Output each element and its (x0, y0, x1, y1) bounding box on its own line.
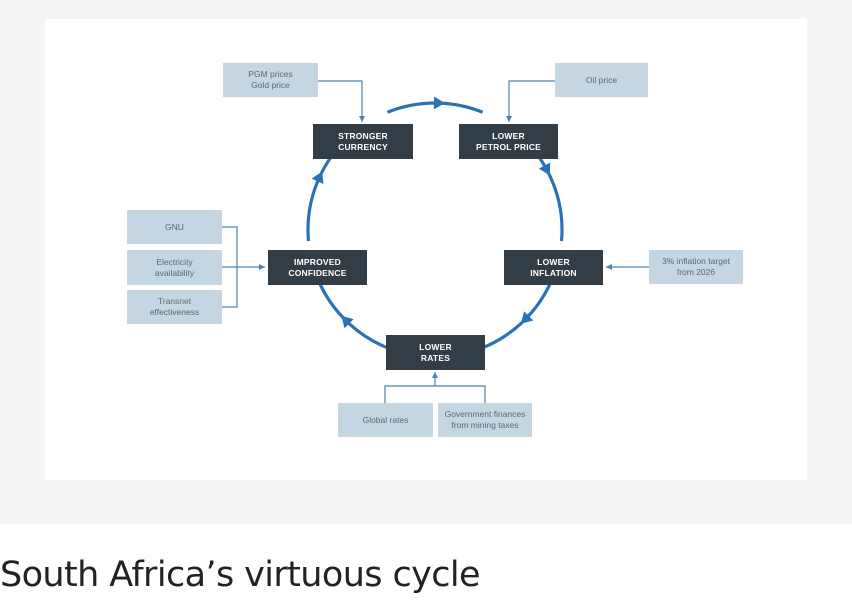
driver-inflation-target: 3% inflation target from 2026 (649, 250, 743, 284)
cycle-arrowhead-icon (520, 311, 534, 324)
driver-label: Electricity availability (154, 256, 195, 278)
connector-bottom-bracket (384, 385, 486, 403)
driver-global-rates: Global rates (338, 403, 433, 437)
node-stronger-currency: STRONGER CURRENCY (313, 124, 413, 159)
node-label: LOWER RATES (419, 341, 452, 363)
driver-government-finances: Government finances from mining taxes (438, 403, 532, 437)
driver-label: Global rates (362, 414, 409, 425)
node-improved-confidence: IMPROVED CONFIDENCE (268, 250, 367, 285)
driver-oil-price: Oil price (555, 63, 648, 97)
driver-label: PGM prices Gold price (248, 69, 293, 90)
driver-label: 3% inflation target from 2026 (661, 256, 731, 277)
driver-electricity-availability: Electricity availability (127, 250, 222, 285)
node-lower-inflation: LOWER INFLATION (504, 250, 603, 285)
node-lower-rates: LOWER RATES (386, 335, 485, 370)
driver-label: Transnet effectiveness (149, 296, 200, 317)
driver-transnet-effectiveness: Transnet effectiveness (127, 290, 222, 324)
connector-pgm-to-currency (318, 80, 365, 122)
cycle-arrowhead-icon (433, 96, 445, 110)
cycle-arrowhead-icon (341, 315, 354, 329)
node-lower-petrol-price: LOWER PETROL PRICE (459, 124, 558, 159)
connector-oil-to-petrol (506, 80, 555, 122)
page-title: South Africa’s virtuous cycle (0, 555, 481, 595)
cycle-arrowhead-icon (538, 162, 551, 176)
driver-label: Oil price (585, 74, 618, 85)
driver-pgm-gold-prices: PGM prices Gold price (223, 63, 318, 97)
node-label: LOWER PETROL PRICE (475, 130, 542, 152)
node-label: STRONGER CURRENCY (338, 130, 388, 152)
driver-label: Government finances from mining taxes (444, 409, 526, 430)
node-label: LOWER INFLATION (530, 256, 577, 278)
node-label: IMPROVED CONFIDENCE (288, 256, 347, 278)
driver-label: GNU (165, 221, 184, 232)
cycle-arrowhead-icon (311, 171, 324, 185)
driver-gnu: GNU (127, 210, 222, 244)
